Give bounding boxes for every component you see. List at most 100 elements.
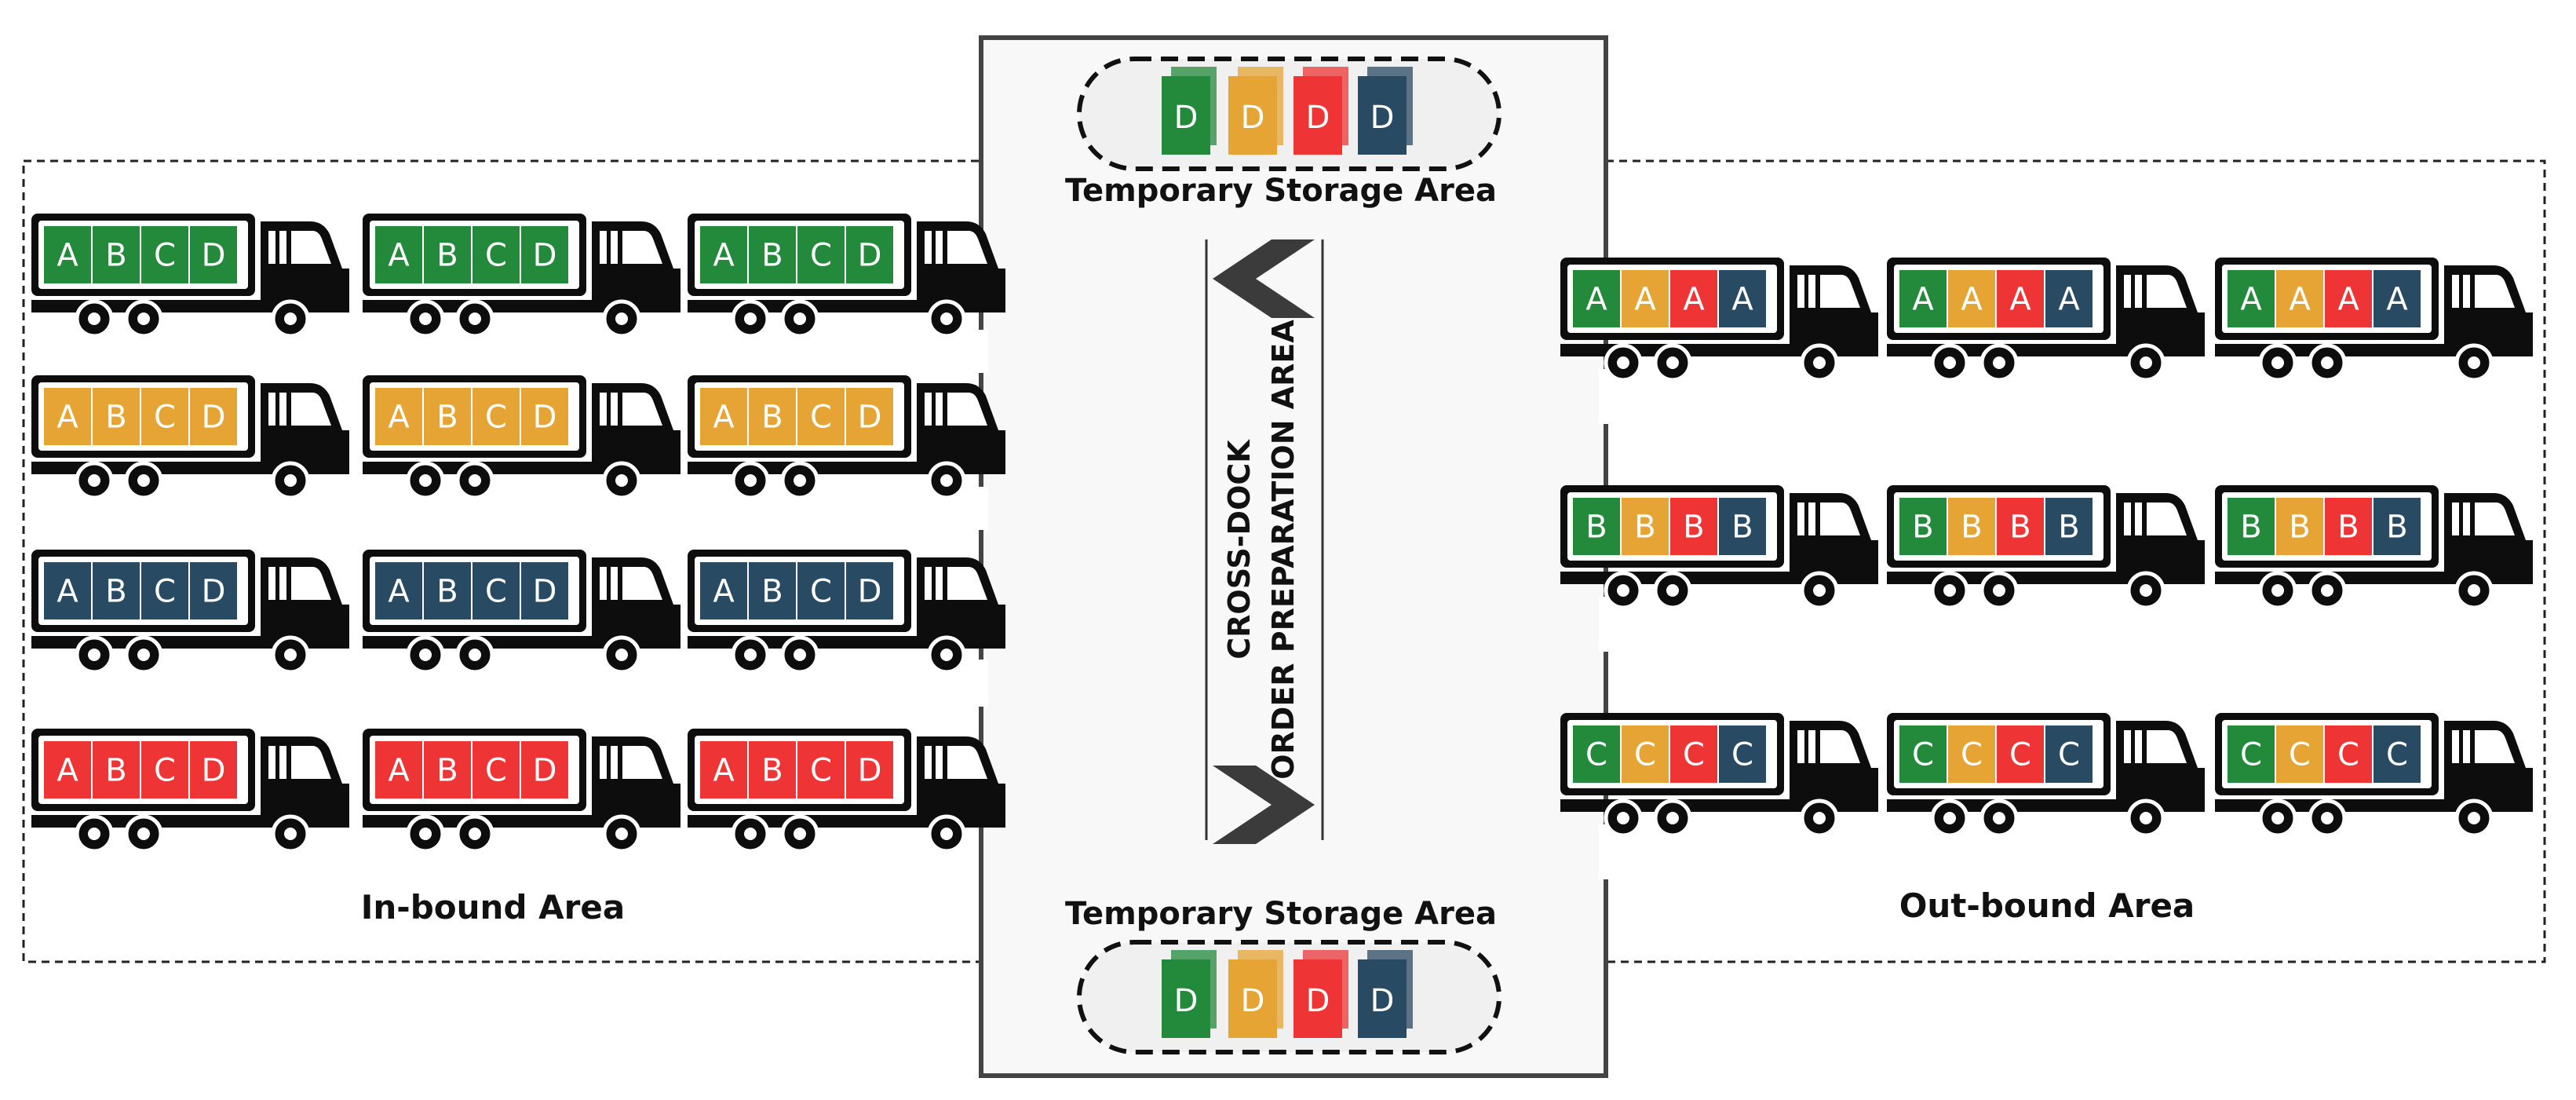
- cab-window: [2135, 502, 2142, 535]
- cargo-letter: B: [761, 238, 783, 274]
- cargo-letter: A: [1912, 282, 1934, 318]
- cargo-letter: A: [1961, 282, 1983, 318]
- cargo-letter: A: [388, 400, 410, 436]
- wheel-hub: [137, 828, 150, 840]
- cargo-cell: [1669, 269, 1719, 329]
- cab-window: [279, 567, 286, 600]
- cargo-cell: [796, 561, 846, 621]
- cab-window: [2463, 502, 2470, 535]
- cargo-cell: [796, 740, 846, 800]
- wheel-hub: [615, 312, 628, 325]
- cab-windshield: [291, 567, 331, 600]
- cab-windshield: [2147, 730, 2187, 763]
- storage-bin: [1162, 959, 1210, 1038]
- wheel-hub: [469, 312, 481, 325]
- bottom-storage-label: Temporary Storage Area: [1065, 896, 1497, 932]
- storage-bin: [1162, 76, 1210, 155]
- cab-window: [1797, 730, 1804, 763]
- cargo-letter: B: [2058, 510, 2079, 546]
- cargo-letter: A: [713, 400, 735, 436]
- cab-window: [2135, 730, 2142, 763]
- cargo-letter: D: [858, 574, 882, 610]
- wheel-hub: [137, 474, 150, 487]
- cargo-cell: [747, 386, 797, 447]
- cargo-cell: [2226, 269, 2276, 329]
- cab-windshield: [622, 231, 662, 264]
- cargo-letter: B: [436, 238, 458, 274]
- cargo-letter: B: [2240, 510, 2261, 546]
- cargo-cell: [188, 225, 239, 285]
- cargo-cell: [471, 386, 521, 447]
- cargo-letter: B: [105, 574, 126, 610]
- wheel-hub: [419, 312, 432, 325]
- prep-area-label: CROSS-DOCK ORDER PREPARATION AREA: [1222, 320, 1301, 780]
- storage-bin-letter: D: [1306, 100, 1330, 136]
- cargo-cell: [520, 561, 570, 621]
- storage-bin-letter: D: [1174, 983, 1199, 1019]
- cargo-cell: [1669, 724, 1719, 784]
- outbound-area-label: Out-bound Area: [1899, 886, 2195, 925]
- cab-windshield: [291, 231, 331, 264]
- cargo-cell: [374, 561, 424, 621]
- inbound-area-label: In-bound Area: [361, 888, 625, 926]
- cab-windshield: [622, 393, 662, 426]
- cargo-cell: [1717, 496, 1768, 557]
- cab-window: [936, 393, 943, 426]
- cargo-cell: [2275, 496, 2325, 557]
- cab-windshield: [947, 567, 987, 600]
- cab-window: [2135, 275, 2142, 308]
- cargo-letter: A: [388, 574, 410, 610]
- cab-window: [611, 231, 618, 264]
- cargo-letter: B: [105, 400, 126, 436]
- cargo-letter: B: [761, 753, 783, 789]
- wheel-hub: [469, 828, 481, 840]
- storage-bin: [1358, 959, 1407, 1038]
- cargo-cell: [2275, 724, 2325, 784]
- cargo-letter: B: [105, 238, 126, 274]
- cargo-cell: [2044, 269, 2094, 329]
- wheel-hub: [940, 649, 953, 661]
- cargo-cell: [2372, 269, 2422, 329]
- cargo-letter: A: [57, 753, 78, 789]
- wheel-hub: [137, 312, 150, 325]
- wheel-hub: [469, 649, 481, 661]
- prep-label-line2: ORDER PREPARATION AREA: [1266, 320, 1301, 780]
- cargo-cell: [91, 740, 141, 800]
- cargo-letter: A: [388, 238, 410, 274]
- cab-window: [2452, 275, 2459, 308]
- storage-bin-letter: D: [1241, 983, 1265, 1019]
- cab-window: [2452, 502, 2459, 535]
- cargo-cell: [2323, 724, 2373, 784]
- storage-bin: [1228, 76, 1277, 155]
- cargo-cell: [520, 225, 570, 285]
- cab-window: [1808, 502, 1815, 535]
- cargo-cell: [2372, 496, 2422, 557]
- storage-bin: [1228, 959, 1277, 1038]
- cargo-letter: C: [154, 400, 176, 436]
- cargo-letter: A: [1683, 282, 1705, 318]
- cab-windshield: [1820, 275, 1860, 308]
- cargo-letter: A: [57, 238, 78, 274]
- cab-windshield: [291, 393, 331, 426]
- cargo-cell: [520, 386, 570, 447]
- cab-windshield: [622, 567, 662, 600]
- cargo-cell: [845, 561, 895, 621]
- cargo-letter: C: [2337, 737, 2359, 773]
- cargo-letter: C: [1731, 737, 1753, 773]
- cab-window: [268, 231, 275, 264]
- cab-windshield: [947, 393, 987, 426]
- cab-window: [925, 231, 932, 264]
- wheel-hub: [1666, 356, 1679, 369]
- cargo-letter: A: [2058, 282, 2080, 318]
- cargo-cell: [471, 561, 521, 621]
- cargo-cell: [91, 225, 141, 285]
- wheel-hub: [284, 474, 297, 487]
- storage-outline: [1077, 940, 1501, 1054]
